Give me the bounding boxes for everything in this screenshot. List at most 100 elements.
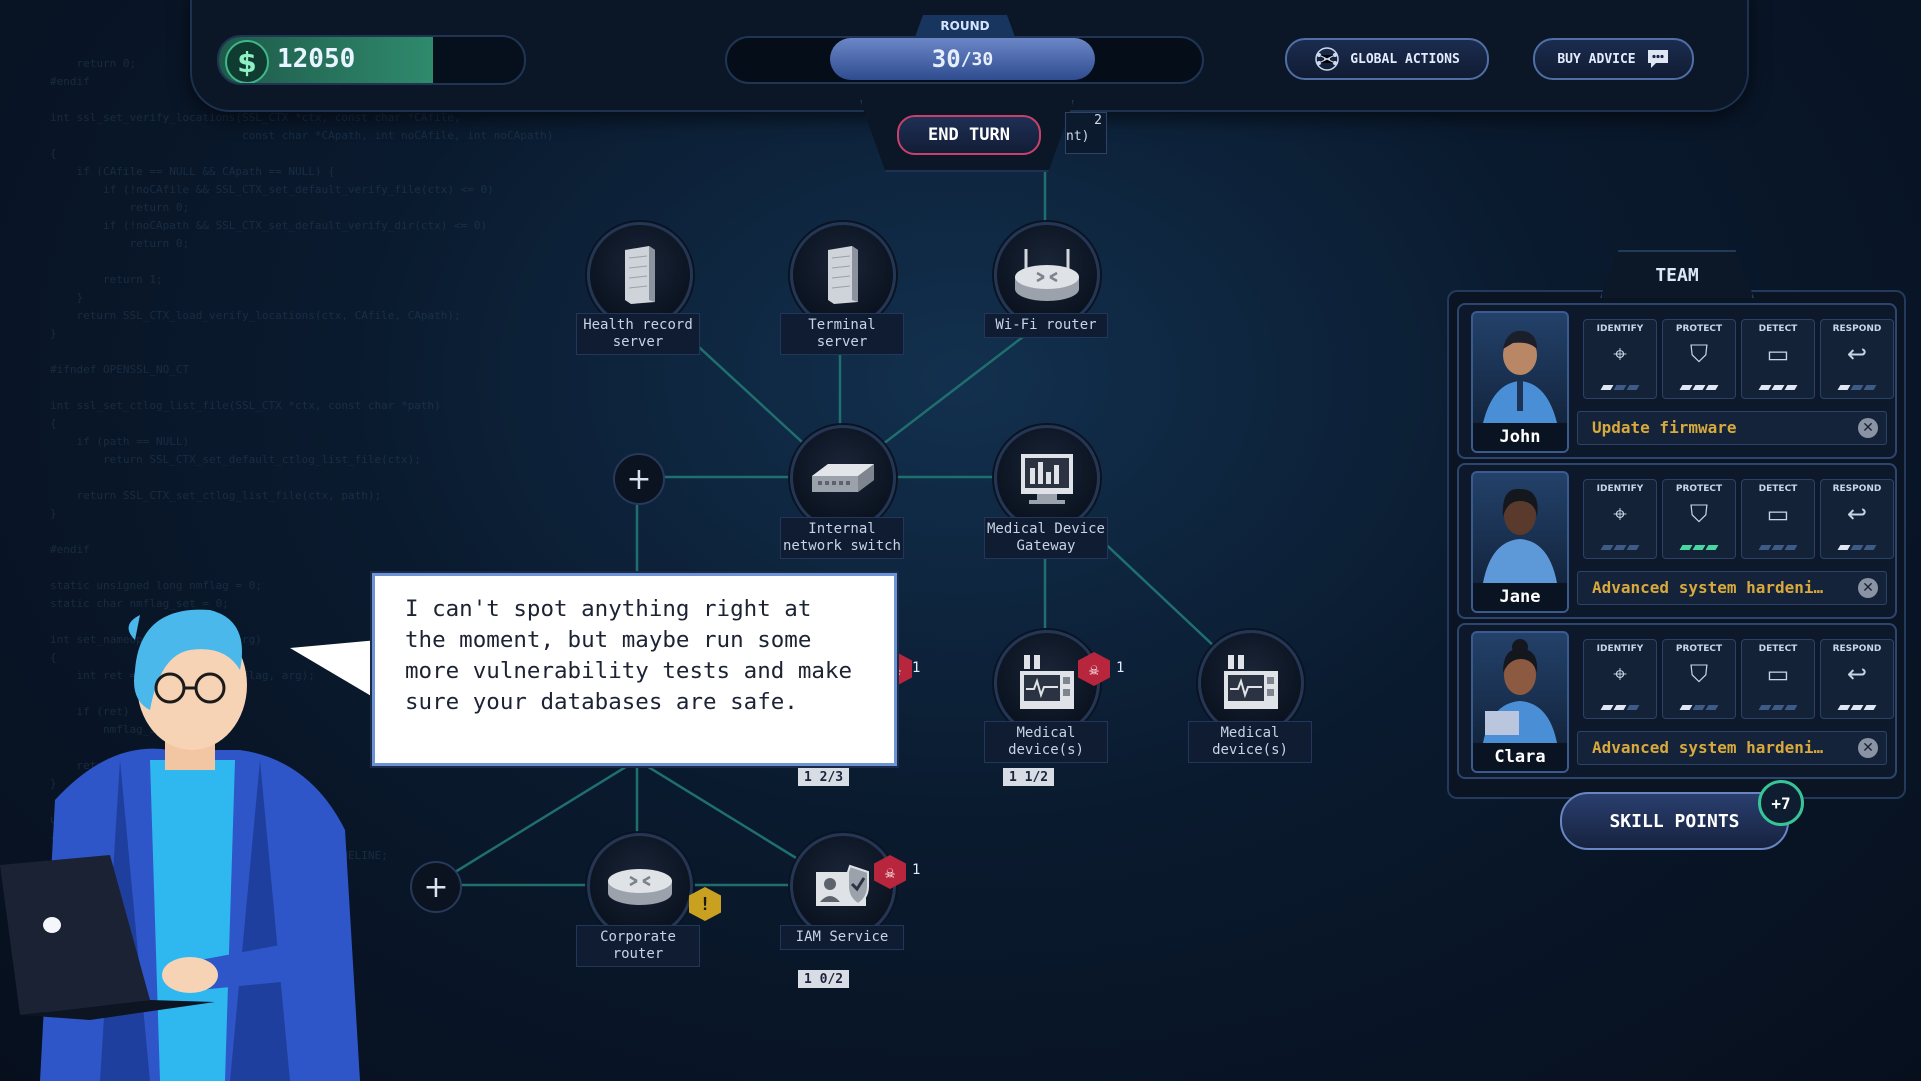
money-bar: $ 12050 xyxy=(217,35,526,85)
skill-respond[interactable]: RESPOND ↩ xyxy=(1820,639,1894,719)
task-label: Advanced system hardeni… xyxy=(1592,738,1824,757)
hidden-node-counter: 1 2/3 xyxy=(798,768,850,786)
skill-detect[interactable]: DETECT ▭ xyxy=(1741,479,1815,559)
global-actions-button[interactable]: GLOBAL ACTIONS xyxy=(1285,38,1489,80)
crosshair-icon: ⌖ xyxy=(1613,660,1627,688)
skull-icon: ☠ xyxy=(874,855,906,889)
router-icon xyxy=(608,869,672,905)
skill-title: IDENTIFY xyxy=(1596,324,1644,334)
medical-device-node-2[interactable] xyxy=(1198,630,1304,736)
router-icon xyxy=(1015,249,1079,301)
crosshair-icon: ⌖ xyxy=(1613,500,1627,528)
skill-title: IDENTIFY xyxy=(1596,644,1644,654)
switch-icon xyxy=(812,464,874,492)
skill-identify[interactable]: IDENTIFY ⌖ xyxy=(1583,639,1657,719)
shield-icon: ⛉ xyxy=(1690,340,1708,368)
skill-protect[interactable]: PROTECT ⛉ xyxy=(1662,479,1736,559)
assigned-task[interactable]: Advanced system hardeni… ✕ xyxy=(1577,571,1887,605)
skill-protect[interactable]: PROTECT ⛉ xyxy=(1662,639,1736,719)
end-turn-button[interactable]: END TURN xyxy=(897,115,1041,155)
skill-title: RESPOND xyxy=(1832,484,1882,494)
advisor-character xyxy=(0,609,360,1081)
server-icon xyxy=(625,246,655,304)
medical-device-icon xyxy=(1020,655,1074,709)
warning-icon: ! xyxy=(689,887,721,921)
assigned-task[interactable]: Update firmware ✕ xyxy=(1577,411,1887,445)
task-label: Advanced system hardeni… xyxy=(1592,578,1824,597)
network-switch-node[interactable] xyxy=(790,425,896,531)
skill-detect[interactable]: DETECT ▭ xyxy=(1741,319,1815,399)
skill-level-bars xyxy=(1742,545,1814,550)
skill-protect[interactable]: PROTECT ⛉ xyxy=(1662,319,1736,399)
medical-gateway-node[interactable] xyxy=(994,425,1100,531)
skill-level-bars xyxy=(1821,545,1893,550)
avatar-portrait xyxy=(1483,639,1557,743)
skill-level-bars xyxy=(1663,705,1735,710)
team-member-card[interactable]: Clara IDENTIFY ⌖ PROTECT ⛉ DETECT ▭ RESP… xyxy=(1457,623,1897,779)
round-current: 30 xyxy=(931,45,961,73)
corporate-router-node[interactable] xyxy=(587,833,693,939)
reply-arrow-icon: ↩ xyxy=(1846,340,1868,368)
hidden-tooltip-fragment: 2 nt) xyxy=(1065,112,1107,154)
close-icon[interactable]: ✕ xyxy=(1858,418,1878,438)
skill-title: DETECT xyxy=(1758,644,1798,654)
wifi-router-node[interactable] xyxy=(994,222,1100,328)
skill-points-button[interactable]: SKILL POINTS xyxy=(1560,792,1789,850)
skill-title: DETECT xyxy=(1758,324,1798,334)
gateway-icon xyxy=(1021,454,1073,504)
skill-level-bars xyxy=(1584,385,1656,390)
member-name: Clara xyxy=(1473,743,1567,771)
medical-device-1-threat-count: 1 xyxy=(1116,660,1125,676)
assigned-task[interactable]: Advanced system hardeni… ✕ xyxy=(1577,731,1887,765)
skill-identify[interactable]: IDENTIFY ⌖ xyxy=(1583,479,1657,559)
shield-icon: ⛉ xyxy=(1690,500,1708,528)
iam-threat-count: 1 xyxy=(912,862,921,878)
iam-service-label: IAM Service xyxy=(780,925,904,950)
buy-advice-button[interactable]: BUY ADVICE xyxy=(1533,38,1694,80)
skill-level-bars xyxy=(1742,385,1814,390)
team-member-card[interactable]: John IDENTIFY ⌖ PROTECT ⛉ DETECT ▭ RESPO… xyxy=(1457,303,1897,459)
iam-icon xyxy=(816,864,869,906)
skill-identify[interactable]: IDENTIFY ⌖ xyxy=(1583,319,1657,399)
monitor-signal-icon: ▭ xyxy=(1766,660,1790,688)
skill-level-bars xyxy=(1742,705,1814,710)
speech-bubble-tail xyxy=(290,640,378,700)
medical-device-label-2: Medical device(s) xyxy=(1188,721,1312,763)
skill-detect[interactable]: DETECT ▭ xyxy=(1741,639,1815,719)
skill-level-bars xyxy=(1821,705,1893,710)
skill-points-badge: +7 xyxy=(1758,780,1804,826)
medical-device-icon xyxy=(1224,655,1278,709)
skill-respond[interactable]: RESPOND ↩ xyxy=(1820,319,1894,399)
chat-icon xyxy=(1647,50,1668,68)
close-icon[interactable]: ✕ xyxy=(1858,738,1878,758)
round-total: /30 xyxy=(960,48,994,70)
terminal-server-label: Terminal server xyxy=(780,313,904,355)
close-icon[interactable]: ✕ xyxy=(1858,578,1878,598)
global-actions-label: GLOBAL ACTIONS xyxy=(1350,51,1460,67)
avatar: Jane xyxy=(1471,471,1569,613)
team-title: TEAM xyxy=(1600,250,1754,298)
skill-level-bars xyxy=(1663,545,1735,550)
medical-device-label-1: Medical device(s) xyxy=(984,721,1108,763)
skill-level-bars xyxy=(1584,705,1656,710)
monitor-signal-icon: ▭ xyxy=(1766,500,1790,528)
iam-service-node[interactable] xyxy=(790,833,896,939)
team-member-card[interactable]: Jane IDENTIFY ⌖ PROTECT ⛉ DETECT ▭ RESPO… xyxy=(1457,463,1897,619)
dollar-icon: $ xyxy=(225,40,269,83)
round-label: ROUND xyxy=(915,15,1015,37)
add-node-button[interactable]: + xyxy=(613,453,665,505)
skill-title: RESPOND xyxy=(1832,324,1882,334)
health-record-server-node[interactable] xyxy=(587,222,693,328)
skill-respond[interactable]: RESPOND ↩ xyxy=(1820,479,1894,559)
network-switch-label: Internal network switch xyxy=(780,517,904,559)
shield-icon: ⛉ xyxy=(1690,660,1708,688)
skill-title: PROTECT xyxy=(1675,644,1723,654)
skill-level-bars xyxy=(1821,385,1893,390)
buy-advice-label: BUY ADVICE xyxy=(1557,51,1636,67)
add-node-button[interactable]: + xyxy=(410,861,462,913)
monitor-signal-icon: ▭ xyxy=(1766,340,1790,368)
avatar: Clara xyxy=(1471,631,1569,773)
round-progress: 30/30 xyxy=(830,38,1095,80)
skill-level-bars xyxy=(1584,545,1656,550)
health-record-server-label: Health record server xyxy=(576,313,700,355)
